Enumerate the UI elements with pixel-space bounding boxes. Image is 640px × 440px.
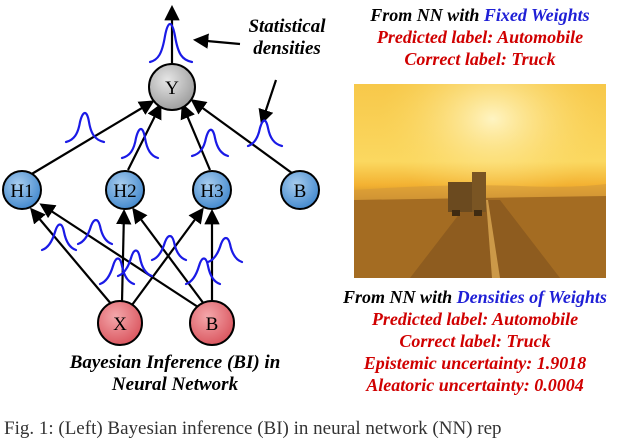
node-hb-label: B	[294, 181, 307, 202]
density-curve-x1	[98, 257, 136, 286]
statistical-densities-line1: Statistical	[248, 16, 326, 37]
fixed-heading-prefix: From NN with	[370, 5, 484, 25]
edge-x-h1	[30, 207, 113, 306]
fixed-heading: From NN with Fixed Weights	[330, 4, 630, 26]
density-curve-h3	[190, 128, 230, 158]
densities-correct-label: Correct label: Truck	[399, 331, 551, 351]
sd-arrow-top	[192, 33, 241, 49]
density-curve-b3	[206, 236, 244, 264]
node-y-label: Y	[165, 78, 179, 99]
bi-caption: Bayesian Inference (BI) in Neural Networ…	[40, 352, 310, 396]
node-labels: Y H1 H2 H3 B X B	[10, 78, 306, 335]
statistical-densities-line2: densities	[253, 38, 321, 59]
density-curves	[40, 22, 284, 286]
node-xb	[189, 300, 235, 346]
node-h3-label: H3	[200, 181, 223, 202]
density-curve-x2	[116, 249, 154, 278]
densities-heading-prefix: From NN with	[343, 287, 457, 307]
sd-arrow-right	[258, 79, 278, 125]
node-h3	[192, 170, 232, 210]
density-curve-top	[148, 22, 194, 64]
edge-h3-y	[180, 103, 212, 171]
road-photo	[354, 84, 606, 278]
densities-weights-block: From NN with Densities of Weights Predic…	[312, 286, 638, 396]
density-curve-xh1	[40, 223, 78, 252]
node-hb	[280, 170, 320, 210]
aleatoric-uncertainty: Aleatoric uncertainty: 0.0004	[366, 375, 584, 395]
fixed-heading-highlight: Fixed Weights	[483, 5, 590, 25]
density-curve-b2	[184, 257, 222, 286]
statistical-densities-label: Statistical densities	[232, 16, 342, 60]
fixed-predicted-label: Predicted label: Automobile	[376, 27, 584, 47]
density-curve-xh2	[76, 218, 114, 246]
edge-b-h2	[132, 207, 205, 305]
bi-caption-line2: Neural Network	[111, 374, 239, 395]
fixed-correct-label: Correct label: Truck	[404, 49, 556, 69]
density-curve-h1	[64, 111, 106, 144]
densities-heading: From NN with Densities of Weights	[312, 286, 638, 308]
node-h1-label: H1	[10, 181, 33, 202]
densities-heading-highlight: Densities of Weights	[456, 287, 607, 307]
edge-hb-y	[190, 99, 297, 177]
density-curve-b1	[150, 234, 188, 262]
edge-b-h1	[39, 203, 199, 308]
node-h1	[2, 170, 42, 210]
edge-x-h3	[131, 207, 204, 306]
density-curve-h2	[120, 127, 160, 160]
node-xb-label: B	[206, 314, 219, 335]
node-x	[97, 300, 143, 346]
node-x-label: X	[113, 314, 127, 335]
node-h2-label: H2	[113, 181, 136, 202]
nodes	[2, 63, 320, 346]
figure-caption: Fig. 1: (Left) Bayesian inference (BI) i…	[4, 418, 502, 439]
node-h2	[105, 170, 145, 210]
epistemic-uncertainty: Epistemic uncertainty: 1.9018	[363, 353, 587, 373]
node-y	[148, 63, 196, 111]
edges	[29, 4, 297, 308]
densities-predicted-label: Predicted label: Automobile	[371, 309, 579, 329]
density-curve-hb	[246, 119, 284, 148]
edge-h1-y	[29, 100, 155, 176]
bi-caption-line1: Bayesian Inference (BI) in	[69, 352, 281, 373]
fixed-weights-block: From NN with Fixed Weights Predicted lab…	[330, 4, 630, 70]
